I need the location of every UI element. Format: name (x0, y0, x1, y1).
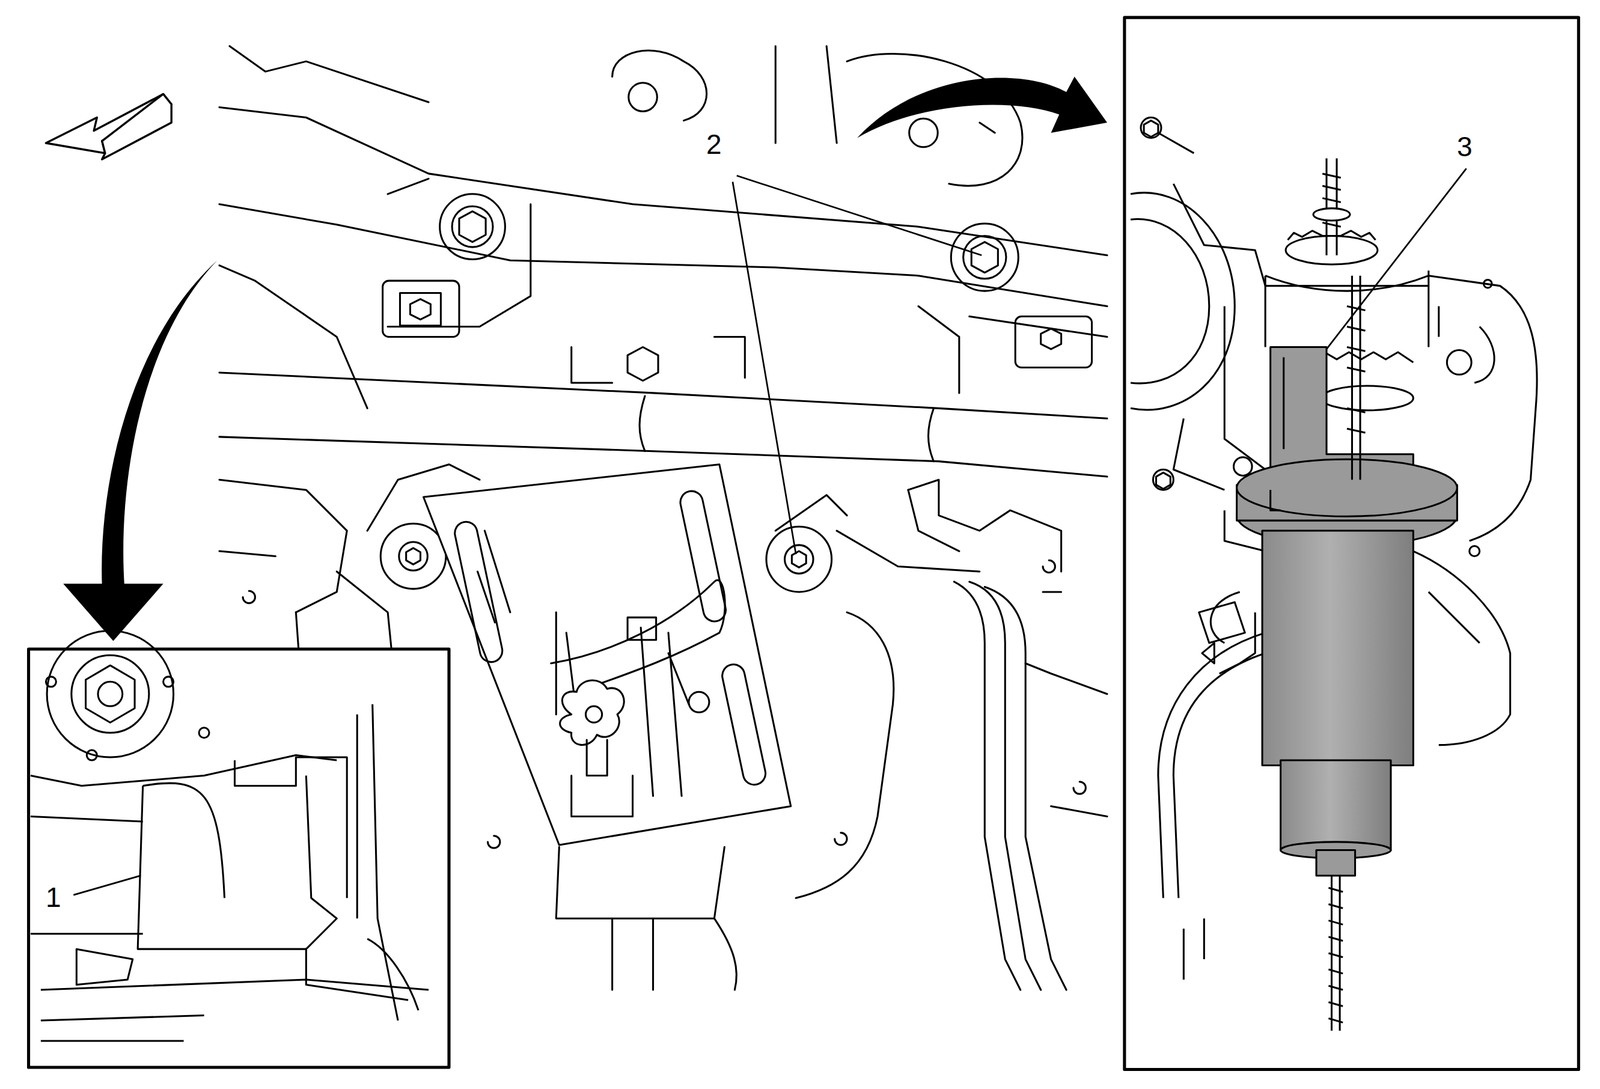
detail-inset (1124, 17, 1579, 1070)
direction-arrow (45, 93, 172, 160)
view-arrow (63, 76, 1108, 642)
detail-inset (28, 630, 449, 1068)
leader-line (73, 168, 1466, 895)
callout-number: 2 (706, 130, 722, 159)
callout-number: 1 (45, 883, 62, 912)
callout-number: 3 (1456, 132, 1473, 161)
